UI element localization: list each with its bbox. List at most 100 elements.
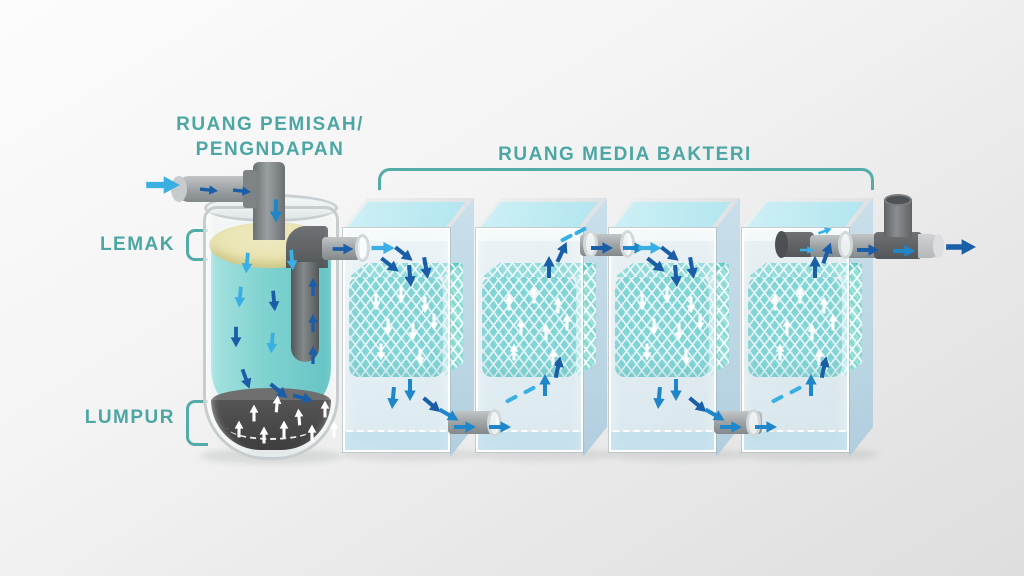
- flow-arrow-icon: [649, 319, 658, 336]
- flow-arrow-icon: [408, 324, 417, 341]
- flow-arrow-icon: [541, 324, 550, 341]
- flow-arrow-icon: [436, 404, 461, 425]
- flow-arrow-icon: [279, 421, 288, 438]
- flow-arrow-icon: [553, 297, 562, 314]
- inlet-tee-vertical: [253, 162, 285, 240]
- flow-arrow-icon: [946, 239, 976, 255]
- tank-waterline: [611, 230, 714, 241]
- flow-arrow-icon: [392, 243, 417, 266]
- flow-arrow-icon: [308, 346, 318, 364]
- inlet-tee-collar: [243, 170, 257, 208]
- flow-arrow-icon: [420, 297, 429, 314]
- flow-arrow-icon: [686, 393, 711, 416]
- flow-arrow-icon: [770, 294, 779, 311]
- flow-arrow-icon: [453, 421, 477, 433]
- flow-arrow-icon: [818, 241, 837, 266]
- flow-arrow-icon: [266, 332, 279, 354]
- flow-dash-icon: [559, 233, 574, 243]
- flow-dash-icon: [770, 394, 785, 404]
- flow-arrow-icon: [241, 252, 254, 274]
- flow-arrow-icon: [259, 427, 268, 444]
- flow-arrow-icon: [234, 421, 243, 438]
- media-chamber-bracket: [378, 168, 874, 190]
- flow-arrow-icon: [702, 404, 727, 425]
- flow-arrow-icon: [642, 344, 651, 361]
- flow-arrow-icon: [429, 314, 438, 331]
- flow-arrow-icon: [807, 324, 816, 341]
- separator-title-line2: PENGNDAPAN: [195, 139, 345, 160]
- flow-dash-icon: [573, 226, 588, 236]
- flow-dash-icon: [522, 385, 537, 395]
- flow-arrow-icon: [674, 324, 683, 341]
- flow-arrow-icon: [272, 395, 283, 413]
- tank-waterline: [345, 230, 448, 241]
- flow-arrow-icon: [404, 379, 416, 401]
- flow-arrow-icon: [799, 246, 815, 254]
- flow-arrow-icon: [403, 264, 417, 287]
- flow-arrow-icon: [415, 349, 424, 366]
- outlet-stub-cap: [775, 231, 788, 258]
- flow-arrow-icon: [146, 176, 180, 194]
- tank-water-surface: [348, 202, 465, 227]
- flow-arrow-icon: [307, 425, 316, 442]
- flow-arrow-icon: [371, 294, 380, 311]
- media-chamber-title: RUANG MEDIA BAKTERI: [498, 144, 752, 165]
- media-tank-1: [340, 198, 480, 464]
- tank-bottom-dashed-line: [613, 430, 712, 432]
- media-tank-3: [606, 198, 746, 464]
- flow-arrow-icon: [695, 314, 704, 331]
- flow-arrow-icon: [795, 287, 804, 304]
- pipe-port: [620, 230, 635, 258]
- tank-floor: [478, 432, 581, 450]
- separator-chamber-title: RUANG PEMISAH/ PENGNDAPAN: [140, 112, 400, 162]
- pipe-port: [746, 409, 761, 437]
- flow-arrow-icon: [658, 243, 683, 266]
- pipe-port: [583, 230, 598, 258]
- flow-arrow-icon: [383, 319, 392, 336]
- tank-water-surface: [614, 202, 731, 227]
- flow-arrow-icon: [504, 294, 513, 311]
- pipe-port: [838, 231, 853, 259]
- flow-arrow-icon: [856, 244, 880, 256]
- flow-arrow-icon: [371, 241, 395, 255]
- flow-arrow-icon: [652, 386, 666, 409]
- tank-front-face: [343, 228, 450, 452]
- flow-arrow-icon: [286, 249, 299, 271]
- tank-front-face: [609, 228, 716, 452]
- flow-arrow-icon: [396, 287, 405, 304]
- tank-bottom-dashed-line: [347, 430, 446, 432]
- outlet-tee-top-opening: [884, 194, 912, 206]
- flow-arrow-icon: [320, 401, 329, 418]
- flow-arrow-icon: [543, 256, 555, 278]
- flow-arrow-icon: [378, 254, 403, 277]
- outlet-end-opening: [933, 234, 944, 258]
- sludge-layer-label: LUMPUR: [84, 407, 175, 428]
- flow-arrow-icon: [775, 344, 784, 361]
- tank-floor: [744, 432, 847, 450]
- flow-arrow-icon: [237, 367, 255, 390]
- tank-floor: [345, 432, 448, 450]
- flow-arrow-icon: [662, 287, 671, 304]
- flow-arrow-icon: [268, 290, 281, 312]
- tank-water-surface: [481, 202, 598, 227]
- flow-arrow-icon: [637, 294, 646, 311]
- flow-arrow-icon: [232, 185, 251, 197]
- flow-dash-icon: [788, 385, 803, 395]
- tank-floor: [611, 432, 714, 450]
- flow-arrow-icon: [292, 390, 315, 406]
- flow-arrow-icon: [329, 421, 338, 438]
- pipe-port: [355, 234, 370, 262]
- flow-arrow-icon: [516, 319, 525, 336]
- flow-arrow-icon: [552, 239, 572, 264]
- flow-arrow-icon: [509, 344, 518, 361]
- flow-arrow-icon: [681, 349, 690, 366]
- flow-arrow-icon: [234, 286, 247, 308]
- flow-arrow-icon: [719, 421, 743, 433]
- separator-title-line1: RUANG PEMISAH/: [176, 114, 364, 135]
- flow-arrow-icon: [332, 243, 354, 255]
- flow-arrow-icon: [270, 199, 283, 222]
- flow-arrow-icon: [644, 254, 669, 277]
- flow-arrow-icon: [199, 184, 218, 196]
